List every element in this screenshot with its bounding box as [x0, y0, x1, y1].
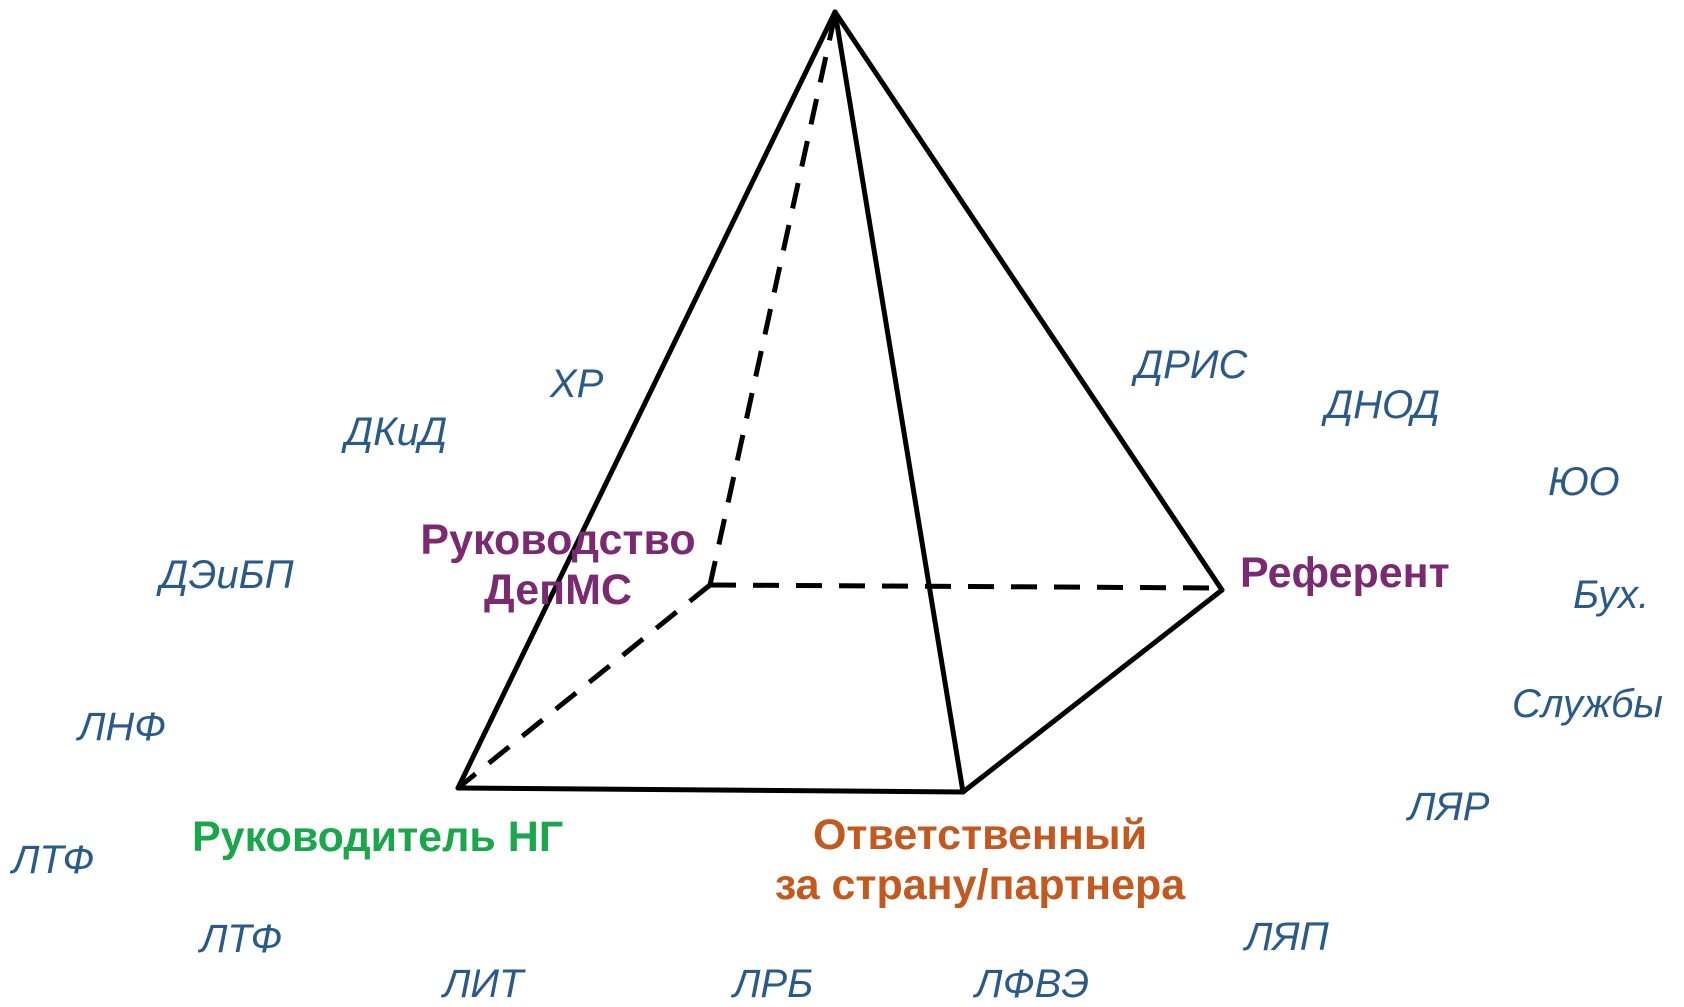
role-referent-label: Референт	[1240, 549, 1450, 597]
role-country-label: Ответственный за страну/партнера	[745, 810, 1215, 910]
role-country-line2: за страну/партнера	[774, 861, 1186, 909]
role-management-line1: Руководство	[420, 516, 696, 564]
edge-apex-left	[455, 9, 838, 791]
dept-label-lrb: ЛРБ	[733, 962, 814, 1006]
edge-apex-right	[832, 9, 1225, 593]
dept-label-sluzhby: Службы	[1512, 682, 1663, 726]
role-management-line2: ДепМС	[484, 566, 632, 614]
dept-label-buh: Бух.	[1573, 573, 1650, 617]
role-management-label: Руководство ДепМС	[398, 515, 718, 615]
role-group-leader-label: Руководитель НГ	[192, 813, 564, 861]
dept-label-lyap: ЛЯП	[1245, 915, 1329, 959]
edge-base-front	[455, 785, 966, 795]
dept-label-lyar: ЛЯР	[1408, 785, 1490, 829]
dept-label-ltf-left: ЛТФ	[12, 838, 95, 882]
hidden-edge-apex-back	[707, 14, 838, 586]
dept-label-hr: ХР	[550, 362, 604, 406]
role-country-line1: Ответственный	[812, 811, 1148, 859]
hidden-edge-back-right	[709, 582, 1219, 591]
dept-label-lnf: ЛНФ	[78, 705, 167, 749]
dept-label-dris: ДРИС	[1135, 343, 1248, 387]
dept-label-yuo: ЮО	[1548, 460, 1620, 504]
dept-label-deibp: ДЭиБП	[160, 553, 294, 597]
edge-base-right	[960, 587, 1225, 795]
dept-label-dkid: ДКиД	[345, 410, 448, 454]
edge-apex-front	[832, 9, 966, 795]
dept-label-ltf-bottom: ЛТФ	[200, 917, 283, 961]
dept-label-dnod: ДНОД	[1325, 383, 1440, 427]
hidden-edge-back-left	[456, 583, 712, 790]
dept-label-lit: ЛИТ	[443, 962, 524, 1006]
dept-label-lfve: ЛФВЭ	[975, 962, 1090, 1006]
